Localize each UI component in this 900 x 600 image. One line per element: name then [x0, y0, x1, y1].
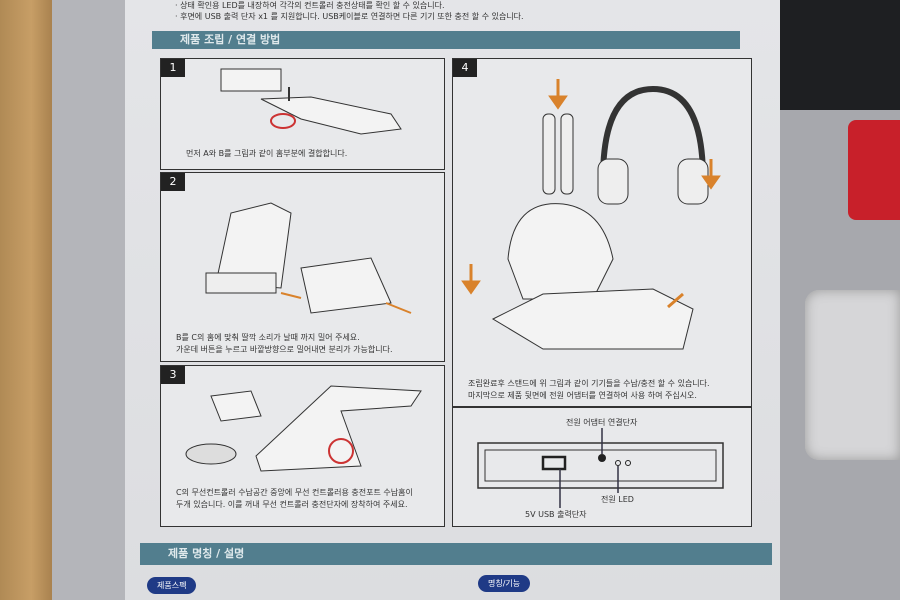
- step-caption: B를 C의 홈에 맞춰 딸깍 소리가 날때 까지 밀어 주세요.: [176, 333, 360, 342]
- rear-panel-illustration: [477, 428, 724, 508]
- step3-illustration: [185, 385, 422, 472]
- wooden-surface: [0, 0, 52, 600]
- step-number: 1: [161, 59, 185, 77]
- step-panel-1: 1 먼저 A와 B를 그림과 같이 홈부분에 결합합니다.: [160, 58, 445, 170]
- step-caption: 두개 있습니다. 이를 꺼내 무선 컨트롤러 충전단자에 장착하여 주세요.: [176, 500, 408, 509]
- step-caption: C의 무선컨트롤러 수납공간 중앙에 무선 컨트롤러용 충전포트 수납홈이: [176, 488, 413, 497]
- step-number: 3: [161, 366, 185, 384]
- step-caption: 마지막으로 제품 뒷면에 전원 어댑터를 연결하여 사용 하여 주십시오.: [468, 391, 697, 400]
- white-gadget: [805, 290, 900, 460]
- section-header-description: 제품 명칭 / 설명: [140, 543, 772, 565]
- step-panel-4: 4 조립완료후 스탠드에 위 그림과 같이 기기들을 수납/충전 할 수 있습니…: [452, 58, 752, 407]
- feature-note: · 후면에 USB 출력 단자 x1 를 지원합니다. USB케이블로 연결하면…: [175, 12, 524, 21]
- step-number: 4: [453, 59, 477, 77]
- rear-panel-diagram: 전원 어댑터 연결단자 전원 LED 5V USB 출력단자: [452, 407, 752, 527]
- step-caption: 먼저 A와 B를 그림과 같이 홈부분에 결합합니다.: [186, 149, 348, 158]
- section-header-assembly: 제품 조립 / 연결 방법: [152, 31, 740, 49]
- usb-output-label: 5V USB 출력단자: [525, 510, 587, 519]
- spec-pill: 제품스펙: [147, 577, 197, 594]
- step1-illustration: [220, 68, 402, 135]
- power-led-label: 전원 LED: [601, 495, 634, 504]
- step2-illustration: [205, 202, 412, 314]
- step-panel-3: 3 C의 무선컨트롤러 수납공간 중앙에 무선 컨트롤러용 충전포트 수납홈이 …: [160, 365, 445, 527]
- function-pill: 명칭/기능: [478, 575, 531, 592]
- step-caption: 조립완료후 스탠드에 위 그림과 같이 기기들을 수납/충전 할 수 있습니다.: [468, 379, 710, 388]
- step-number: 2: [161, 173, 185, 191]
- step4-illustration: [461, 79, 721, 350]
- step-panel-2: 2 B를 C의 홈에 맞춰 딸깍 소리가 날때 까지 밀어 주세요. 가운데 버…: [160, 172, 445, 362]
- feature-note: · 상태 확인용 LED를 내장하여 각각의 컨트롤러 충전상태를 확인 할 수…: [175, 1, 445, 10]
- red-object: [848, 120, 900, 220]
- table-surface: [52, 0, 132, 600]
- adapter-port-label: 전원 어댑터 연결단자: [566, 418, 638, 427]
- step-caption: 가운데 버튼을 누르고 바깥방향으로 밀어내면 분리가 가능합니다.: [176, 345, 393, 354]
- dark-object: [760, 0, 900, 110]
